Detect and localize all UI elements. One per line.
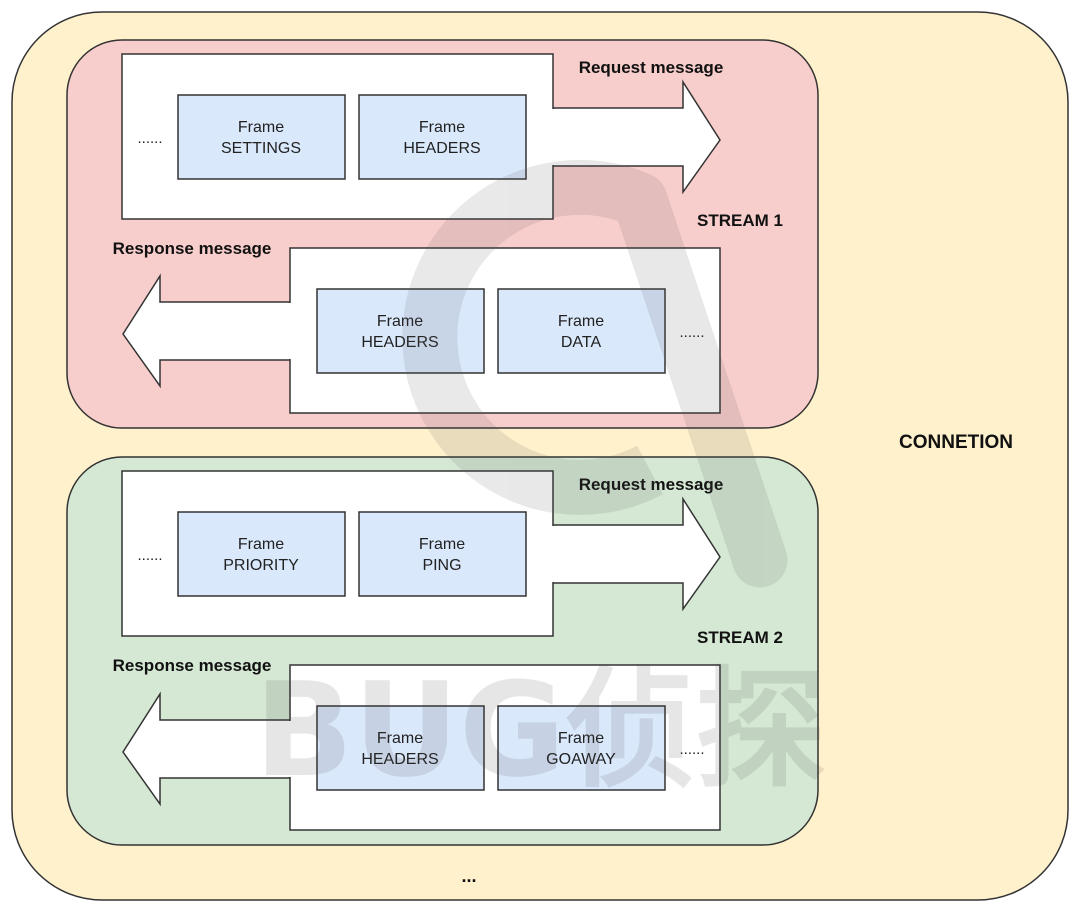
- leading-ellipsis: ......: [137, 130, 162, 147]
- frame-type: HEADERS: [361, 334, 438, 351]
- frame-line1: Frame: [558, 313, 604, 330]
- frame-box: Frame PING: [358, 511, 527, 597]
- watermark-text: BUG侦探: [254, 654, 825, 806]
- frame-line1: Frame: [238, 536, 284, 553]
- connection-label: CONNETION: [899, 432, 1013, 453]
- frame-type: DATA: [561, 334, 602, 351]
- frame-type: PRIORITY: [223, 557, 299, 574]
- request-arrow-icon: [552, 79, 721, 195]
- watermark-copyright-icon: [402, 159, 663, 515]
- frame-line1: Frame: [377, 313, 423, 330]
- frame-box: Frame HEADERS: [316, 288, 485, 374]
- frame-line1: Frame: [558, 730, 604, 747]
- frame-type: PING: [422, 557, 461, 574]
- frame-line1: Frame: [377, 730, 423, 747]
- response-arrow-icon: [122, 273, 291, 389]
- stream-1: STREAM 1 Request message ...... Frame SE…: [66, 39, 819, 429]
- stream-1-response-message: Response message Frame HEADERS Frame DAT…: [113, 239, 721, 414]
- frame-box: Frame HEADERS: [358, 94, 527, 180]
- request-message-label: Request message: [579, 475, 724, 494]
- frame-line1: Frame: [419, 119, 465, 136]
- stream-2-request-message: Request message ...... Frame PRIORITY Fr…: [121, 470, 724, 637]
- stream-2-response-message: Response message Frame HEADERS Frame GOA…: [113, 656, 721, 831]
- request-message-label: Request message: [579, 58, 724, 77]
- frame-box: Frame PRIORITY: [177, 511, 346, 597]
- watermark: BUG侦探: [254, 159, 826, 806]
- frame-type: HEADERS: [403, 140, 480, 157]
- frame-type: SETTINGS: [221, 140, 301, 157]
- response-message-label: Response message: [113, 656, 272, 675]
- stream-1-label: STREAM 1: [697, 211, 783, 230]
- frame-box: Frame SETTINGS: [177, 94, 346, 180]
- frame-box: Frame HEADERS: [316, 705, 485, 791]
- frame-line1: Frame: [238, 119, 284, 136]
- frame-type: HEADERS: [361, 751, 438, 768]
- stream-2: STREAM 2 Request message ...... Frame PR…: [66, 456, 819, 846]
- stream-2-label: STREAM 2: [697, 628, 783, 647]
- response-message-label: Response message: [113, 239, 272, 258]
- trailing-ellipsis: ......: [679, 324, 704, 341]
- frame-line1: Frame: [419, 536, 465, 553]
- trailing-ellipsis: ......: [679, 741, 704, 758]
- frame-box: Frame GOAWAY: [497, 705, 666, 791]
- request-arrow-icon: [552, 496, 721, 612]
- response-arrow-icon: [122, 691, 291, 807]
- frame-type: GOAWAY: [546, 751, 616, 768]
- leading-ellipsis: ......: [137, 547, 162, 564]
- frame-box: Frame DATA: [497, 288, 666, 374]
- stream-1-request-message: Request message ...... Frame SETTINGS Fr…: [121, 53, 724, 220]
- more-streams-ellipsis: ...: [461, 866, 476, 886]
